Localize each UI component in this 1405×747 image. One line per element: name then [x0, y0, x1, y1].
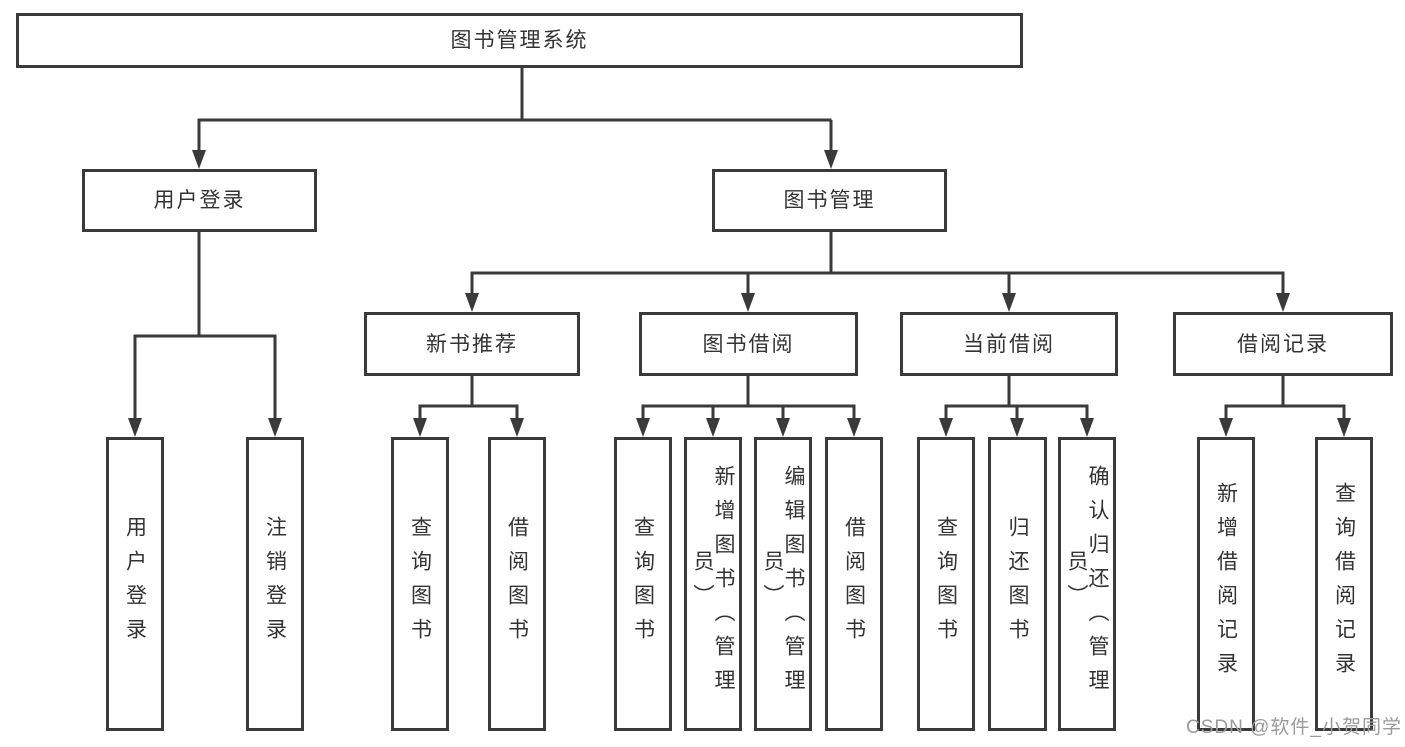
csdn-watermark: CSDN @软件_小贺同学 [1186, 717, 1402, 738]
node-root-system: 图书管理系统 [16, 13, 1023, 68]
leaf-current-confirm-return-admin: 确认归还（管理员） [1058, 437, 1116, 731]
connector-current-borrow-children [939, 376, 1094, 437]
node-book-management: 图书管理 [712, 169, 947, 232]
leaf-current-return-book: 归还图书 [988, 437, 1047, 731]
node-user-login: 用户登录 [82, 169, 317, 232]
node-borrow-record: 借阅记录 [1173, 312, 1393, 376]
leaf-newbook-query-book: 查询图书 [391, 437, 449, 731]
connector-root-to-level2 [192, 68, 838, 169]
connector-user-login-children [128, 232, 282, 437]
connector-new-book-children [413, 376, 524, 437]
node-book-borrow: 图书借阅 [639, 312, 858, 376]
node-new-book-recommend: 新书推荐 [364, 312, 580, 376]
leaf-user-login: 用户登录 [106, 437, 164, 731]
leaf-logout: 注销登录 [246, 437, 304, 731]
connector-book-mgmt-children [465, 232, 1290, 312]
leaf-newbook-borrow-book: 借阅图书 [488, 437, 546, 731]
leaf-borrow-add-book-admin: 新增图书（管理员） [684, 437, 742, 731]
leaf-record-add-borrow-record: 新增借阅记录 [1197, 437, 1255, 731]
leaf-borrow-query-book: 查询图书 [614, 437, 672, 731]
leaf-current-query-book: 查询图书 [917, 437, 975, 731]
leaf-borrow-borrow-book: 借阅图书 [825, 437, 883, 731]
node-current-borrow: 当前借阅 [900, 312, 1118, 376]
leaf-record-query-borrow-record: 查询借阅记录 [1315, 437, 1373, 731]
leaf-borrow-edit-book-admin: 编辑图书（管理员） [754, 437, 812, 731]
connector-borrow-record-children [1219, 376, 1351, 437]
connector-book-borrow-children [636, 376, 861, 437]
